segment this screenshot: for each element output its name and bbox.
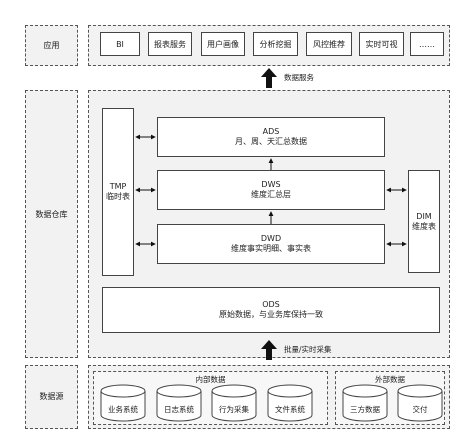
ads-box <box>157 117 385 157</box>
ads-title: ADS <box>262 127 280 136</box>
app-report-service: 报表服务 <box>148 32 192 56</box>
dws-box <box>157 170 385 210</box>
tmp-box <box>102 108 134 276</box>
dwd-subtitle: 维度事实明细、事实表 <box>231 244 311 253</box>
ads-subtitle: 月、周、天汇总数据 <box>235 137 307 146</box>
ods-label: ODS 原始数据，与业务库保持一致 <box>102 287 440 333</box>
source-log-system: 日志系统 <box>164 405 194 414</box>
cylinder-file-system <box>267 384 313 422</box>
dim-box <box>408 170 440 273</box>
dws-label: DWS 维度汇总层 <box>157 170 385 210</box>
app-risk-recommend: 风控推荐 <box>306 32 352 56</box>
app-bi: BI <box>100 32 140 56</box>
ads-label: ADS 月、周、天汇总数据 <box>157 117 385 157</box>
cylinder-delivery <box>397 384 443 422</box>
app-layer-label: 应用 <box>43 40 60 50</box>
app-layer-label-box <box>25 25 78 66</box>
dwd-label: DWD 维度事实明细、事实表 <box>157 224 385 264</box>
source-delivery: 交付 <box>412 405 428 414</box>
app-analysis-mining: 分析挖掘 <box>253 32 298 56</box>
tmp-title: TMP <box>109 182 127 191</box>
tmp-label: TMP 临时表 <box>102 108 134 276</box>
external-data-title: 外部数据 <box>375 375 405 384</box>
ods-subtitle: 原始数据，与业务库保持一致 <box>219 310 323 319</box>
tmp-subtitle: 临时表 <box>106 192 130 201</box>
warehouse-layer-label: 数据仓库 <box>35 210 68 219</box>
internal-data-title: 内部数据 <box>195 375 226 384</box>
app-more: …… <box>410 32 444 56</box>
dws-title: DWS <box>261 180 281 189</box>
cylinder-biz-system <box>100 384 146 422</box>
dim-subtitle: 维度表 <box>412 221 436 231</box>
ods-title: ODS <box>262 300 280 309</box>
up-arrow-icon <box>261 340 277 360</box>
dwd-title: DWD <box>260 234 282 243</box>
source-layer-label-box <box>25 365 78 429</box>
data-service-label: 数据服务 <box>284 73 314 82</box>
dwd-box <box>157 224 385 264</box>
source-third-party: 三方数据 <box>350 405 380 414</box>
dws-subtitle: 维度汇总层 <box>251 190 291 199</box>
up-arrow-icon <box>261 68 277 88</box>
app-user-profile: 用户画像 <box>201 32 245 56</box>
source-layer-label: 数据源 <box>39 392 64 401</box>
source-behavior-collect: 行为采集 <box>219 405 249 414</box>
batch-realtime-label: 批量/实时采集 <box>284 345 332 354</box>
ods-box <box>102 287 440 333</box>
warehouse-layer-label-box <box>25 90 78 358</box>
source-biz-system: 业务系统 <box>108 405 138 414</box>
dim-title: DIM <box>416 211 432 221</box>
app-realtime-visual: 实时可视 <box>359 32 404 56</box>
cylinder-log-system <box>156 384 202 422</box>
cylinder-third-party <box>342 384 388 422</box>
cylinder-behavior-collect <box>211 384 257 422</box>
dim-label: DIM 维度表 <box>408 170 440 273</box>
source-file-system: 文件系统 <box>275 405 305 414</box>
